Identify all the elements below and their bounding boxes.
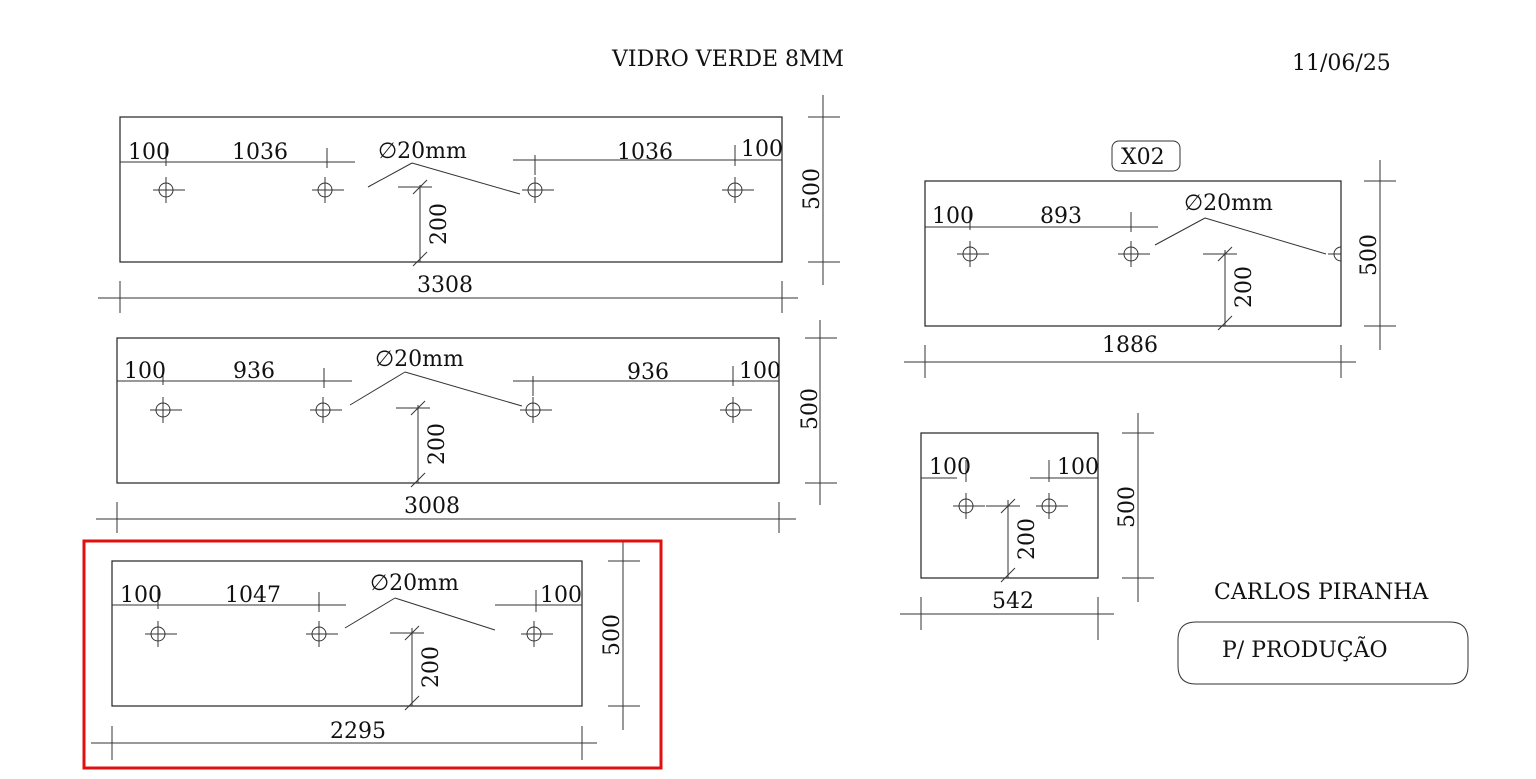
tag-box (1111, 140, 1181, 172)
highlight-box (82, 539, 663, 770)
panel-4-holes (957, 241, 1342, 267)
panel-3-edge-right: 100 (540, 583, 582, 608)
panel-2-hole-diameter: ∅20mm (375, 347, 464, 372)
panel-4-height: 500 (1357, 234, 1382, 276)
panel-1-width: 3308 (417, 273, 473, 298)
panel-2: 100 936 ∅20mm 936 100 200 500 3008 (96, 320, 837, 533)
panel-1-hole-offset: 200 (427, 203, 452, 245)
panel-4-hole-diameter: ∅20mm (1184, 191, 1273, 216)
panel-2-leader-right (404, 371, 523, 407)
panel-2-hole-offset: 200 (425, 423, 450, 465)
panel-1-edge-left: 100 (128, 140, 170, 165)
panel-4-edge-left: 100 (932, 204, 974, 229)
panel-2-edge-left: 100 (124, 359, 166, 384)
panel-4-gap-left: 893 (1040, 204, 1082, 229)
panel-1-gap-right: 1036 (617, 140, 673, 165)
panel-5: 100 100 200 500 542 (900, 413, 1154, 640)
panel-5-outline (920, 432, 1099, 579)
panel-1-edge-right: 100 (741, 137, 783, 162)
panel-2-edge-right: 100 (739, 359, 781, 384)
panel-2-leader-left (349, 371, 406, 406)
panel-3-height: 500 (600, 614, 625, 656)
panel-3-hole-offset: 200 (419, 646, 444, 688)
panel-4-leader-right (1204, 217, 1327, 255)
panel-3-holes (145, 621, 553, 647)
panel-4: X02 100 893 ∅20mm 200 500 1886 (904, 140, 1396, 378)
panel-3: 100 1047 ∅20mm 100 200 500 2295 (91, 540, 640, 760)
panel-4-leader-left (1154, 217, 1206, 246)
tag-label: X02 (1121, 145, 1165, 170)
panel-3-leader-left (344, 597, 396, 629)
panel-2-outline (116, 337, 780, 484)
panel-5-hole-offset: 200 (1015, 518, 1040, 560)
panel-2-width: 3008 (404, 494, 460, 519)
status-box (1177, 621, 1469, 685)
panel-1: 100 1036 ∅20mm 1036 100 200 500 3308 (98, 95, 840, 313)
panel-2-gap-left: 936 (233, 359, 275, 384)
panel-1-hole-diameter: ∅20mm (378, 139, 467, 164)
panel-4-width: 1886 (1102, 333, 1158, 358)
panel-3-outline (111, 560, 583, 707)
panel-5-holes (953, 493, 1068, 519)
panel-1-leader-left (367, 162, 413, 188)
panel-5-height: 500 (1115, 486, 1140, 528)
drawing-title: VIDRO VERDE 8MM (611, 47, 844, 72)
panel-1-holes (153, 177, 754, 203)
panel-5-edge-left: 100 (929, 455, 971, 480)
panel-5-edge-right: 100 (1057, 455, 1099, 480)
panel-1-gap-left: 1036 (232, 140, 288, 165)
panel-1-leader-right (411, 162, 521, 195)
panel-3-hole-diameter: ∅20mm (370, 571, 459, 596)
panel-5-width: 542 (992, 589, 1034, 614)
panel-1-height: 500 (800, 168, 825, 210)
panel-3-gap-left: 1047 (225, 583, 281, 608)
status-label: P/ PRODUÇÃO (1222, 635, 1388, 663)
panel-3-width: 2295 (330, 719, 386, 744)
panel-2-holes (150, 397, 752, 423)
panel-3-leader-right (394, 597, 496, 631)
panel-4-hole-offset: 200 (1232, 266, 1257, 308)
panel-2-gap-right: 936 (627, 360, 669, 385)
panel-3-edge-left: 100 (120, 583, 162, 608)
customer-name: CARLOS PIRANHA (1214, 580, 1429, 605)
panel-2-height: 500 (798, 388, 823, 430)
drawing-date: 11/06/25 (1292, 51, 1391, 76)
panel-1-outline (119, 116, 783, 263)
